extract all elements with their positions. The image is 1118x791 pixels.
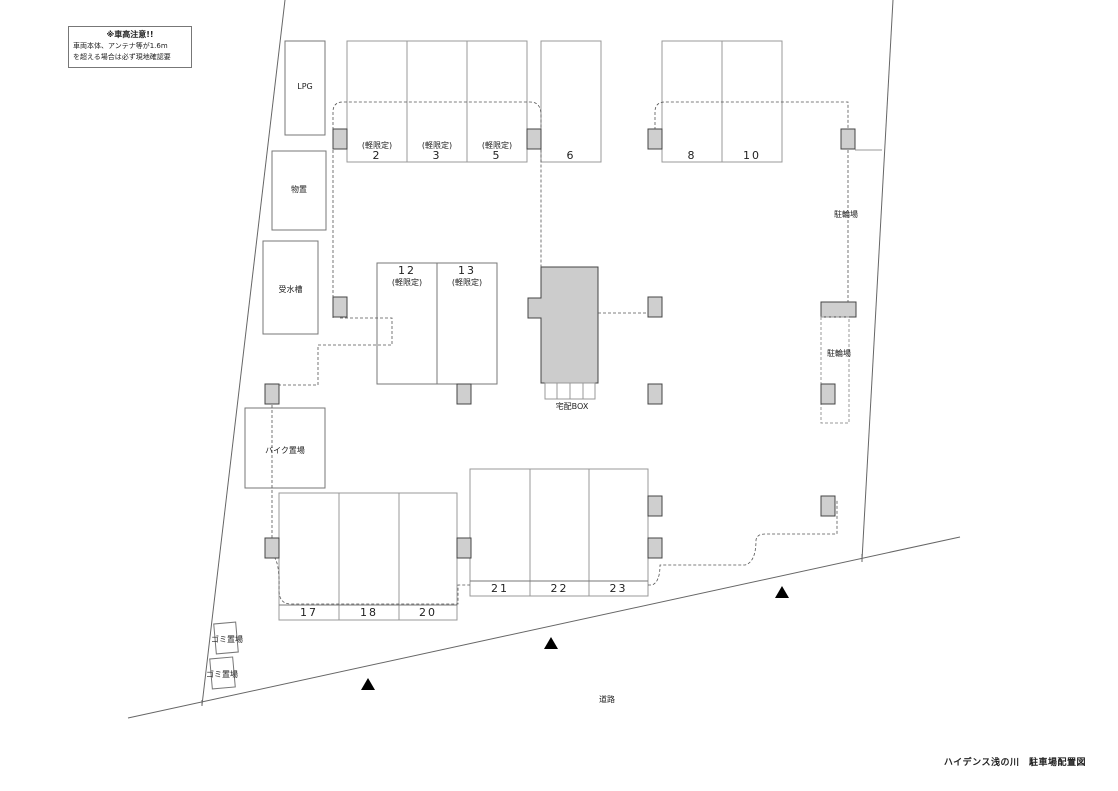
pillar [647, 383, 663, 405]
delivery-box-label: 宅配BOX [555, 402, 589, 411]
entrance-triangle-icon [361, 678, 375, 690]
notice-line-2: を超える場合は必ず現地確認要 [73, 53, 171, 61]
water-tank-label: 受水槽 [278, 285, 303, 294]
water-tank-box [262, 240, 319, 335]
space-6 [540, 40, 602, 163]
space-22-number: 22 [550, 582, 569, 595]
pillar [820, 383, 836, 405]
space-10 [721, 40, 783, 163]
space-21 [469, 468, 531, 597]
garbage-box-2 [209, 656, 236, 690]
bicycle-parking-label-1: 駐輪場 [834, 210, 858, 219]
pillar [647, 495, 663, 517]
entrance-triangle-icon [775, 586, 789, 598]
garbage-box-1 [213, 621, 239, 655]
pillar [332, 128, 348, 150]
pillar [840, 128, 856, 150]
space-6-number: 6 [566, 149, 576, 162]
building-outline-dashed [271, 101, 849, 605]
boundary-right [861, 0, 894, 561]
space-5-number: 5 [492, 149, 502, 162]
bike-parking-box [244, 407, 326, 489]
pillar [332, 296, 348, 318]
space-22 [529, 468, 590, 597]
road-label: 道路 [599, 695, 615, 704]
pillar [526, 128, 542, 150]
space-23 [588, 468, 649, 597]
entrance-triangle-icon [544, 637, 558, 649]
garbage-label-2: ゴミ置場 [206, 670, 238, 679]
storage-box [271, 150, 327, 231]
pillar [820, 495, 836, 517]
road-edge [127, 536, 961, 719]
space-21-number: 21 [491, 582, 509, 595]
space-2-note: (軽限定) [361, 141, 393, 150]
space-12-note: (軽限定) [391, 278, 423, 287]
central-building [527, 266, 599, 384]
space-13-note: (軽限定) [451, 278, 483, 287]
space-13-number: 13 [458, 264, 476, 277]
space-3-note: (軽限定) [421, 141, 453, 150]
storage-label: 物置 [291, 185, 307, 194]
space-5-note: (軽限定) [481, 141, 513, 150]
bicycle-parking-label-2: 駐輪場 [827, 349, 851, 358]
space-2-number: 2 [372, 149, 382, 162]
pillar [456, 537, 472, 559]
bicycle-area-lower [820, 316, 850, 424]
pillar [264, 383, 280, 405]
space-8-number: 8 [687, 149, 697, 162]
notice-line-1: 車両本体、アンテナ等が1.6m [73, 42, 168, 50]
height-warning-notice: ※車高注意!! 車両本体、アンテナ等が1.6m を超える場合は必ず現地確認要 [68, 26, 192, 68]
space-12-number: 12 [398, 264, 416, 277]
pillar [647, 128, 663, 150]
space-20-number: 20 [419, 606, 437, 619]
drawing-title: ハイデンス浅の川 駐車場配置図 [943, 758, 1086, 768]
space-10-number: 10 [743, 149, 761, 162]
space-5 [466, 40, 528, 163]
notice-heading: ※車高注意!! [106, 30, 154, 39]
lpg-box [284, 40, 326, 136]
space-17-number: 17 [300, 606, 318, 619]
pillar [456, 383, 472, 405]
pillar [647, 537, 663, 559]
space-20 [398, 492, 458, 621]
space-18 [338, 492, 400, 621]
bike-parking-label: バイク置場 [265, 446, 305, 455]
space-3-number: 3 [432, 149, 442, 162]
pillar [647, 296, 663, 318]
space-17 [278, 492, 340, 621]
space-23-number: 23 [609, 582, 628, 595]
garbage-label-1: ゴミ置場 [211, 635, 243, 644]
space-18-number: 18 [360, 606, 378, 619]
pillars [264, 128, 856, 559]
space-8 [661, 40, 723, 163]
lpg-label: LPG [297, 82, 313, 91]
pillar [264, 537, 280, 559]
bicycle-bar [820, 301, 857, 318]
boundary-left [201, 0, 286, 706]
